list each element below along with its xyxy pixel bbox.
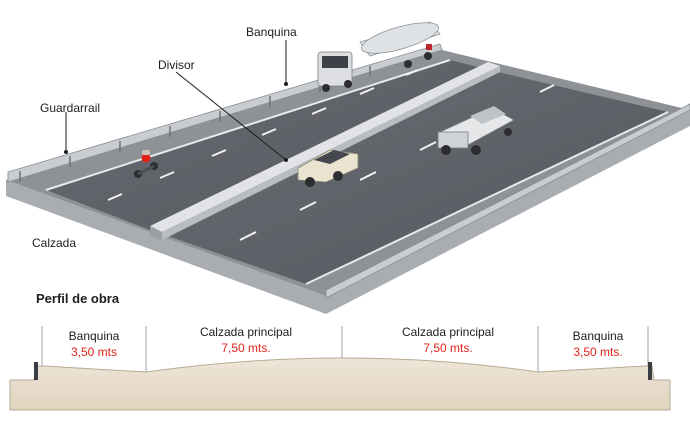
median-divisor-top <box>150 62 500 232</box>
pickup-truck <box>437 106 515 155</box>
banquina-callout-dot <box>284 82 288 86</box>
profile-col-name: Banquina <box>68 329 120 343</box>
right-guardrail-post-profile <box>648 362 652 380</box>
profile-dividers <box>41 326 649 372</box>
label-banquina: Banquina <box>246 25 297 39</box>
profile-col-width: 7,50 mts. <box>423 341 473 355</box>
profile-col-right-carriageway: Calzada principal 7,50 mts. <box>368 324 528 356</box>
label-guardarrail: Guardarrail <box>40 101 101 115</box>
guardarrail-callout-dot <box>64 150 68 154</box>
motorcycle <box>134 150 158 178</box>
label-calzada: Calzada <box>32 236 77 250</box>
tanker-truck <box>317 21 441 92</box>
profile-col-width: 3,50 mts. <box>573 345 623 359</box>
profile-col-name: Calzada principal <box>401 325 495 339</box>
profile-col-name: Banquina <box>572 329 624 343</box>
left-guardrail-post-profile <box>34 362 38 380</box>
divisor-callout-line <box>175 71 287 161</box>
profile-title: Perfil de obra <box>36 291 120 306</box>
profile-col-left-shoulder: Banquina 3,50 mts <box>14 328 174 360</box>
left-lane-dashes <box>107 69 419 201</box>
profile-col-right-shoulder: Banquina 3,50 mts. <box>518 328 678 360</box>
label-divisor: Divisor <box>158 58 195 72</box>
left-edge-line <box>45 59 451 191</box>
profile-col-width: 3,50 mts <box>70 345 118 359</box>
right-guardrail <box>325 103 690 299</box>
right-lane-dashes <box>239 84 555 241</box>
median-divisor-side <box>150 226 162 240</box>
profile-col-width: 7,50 mts. <box>221 341 271 355</box>
right-carriageway <box>168 72 668 284</box>
right-edge-line <box>305 111 669 285</box>
profile-col-left-carriageway: Calzada principal 7,50 mts. <box>166 324 326 356</box>
divisor-callout-dot <box>284 158 288 162</box>
road-profile-shape <box>9 357 671 411</box>
profile-col-name: Calzada principal <box>199 325 293 339</box>
sedan-car <box>297 149 359 187</box>
